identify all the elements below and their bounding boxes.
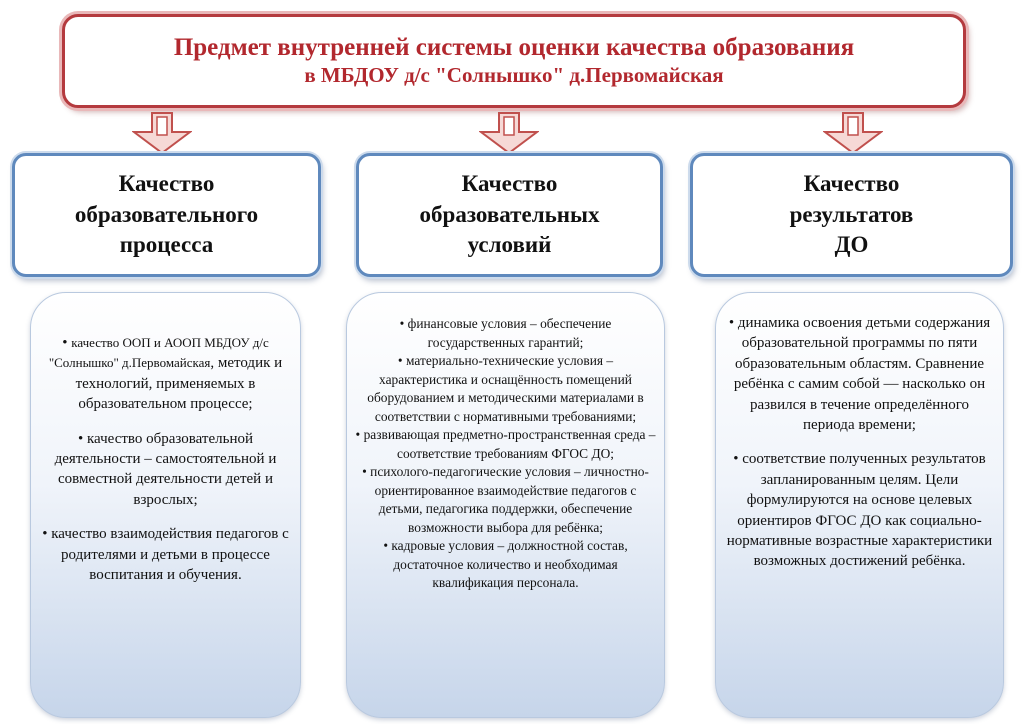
title-box: Предмет внутренней системы оценки качест…: [62, 14, 966, 108]
list-item: • кадровые условия – должностной состав,…: [353, 537, 658, 593]
bullet-icon: •: [362, 464, 367, 479]
heading-process: Качество образовательного процесса: [12, 153, 321, 277]
heading-process-line: образовательного: [74, 201, 259, 227]
bullet-icon: •: [77, 430, 84, 447]
heading-conditions-line: условий: [467, 232, 552, 258]
heading-conditions: Качество образовательных условий: [356, 153, 663, 277]
process-details: • качество ООП и АООП МБДОУ д/с "Солнышк…: [30, 292, 301, 718]
item-text: качество образовательной деятельности – …: [54, 430, 277, 508]
item-text: динамика освоения детьми содержания обра…: [733, 315, 991, 433]
item-text: финансовые условия – обеспечение государ…: [407, 316, 612, 350]
heading-results: Качество результатов ДО: [690, 153, 1013, 277]
heading-process-line: процесса: [119, 232, 214, 258]
list-item: • качество образовательной деятельности …: [41, 429, 290, 511]
list-item: • психолого-педагогические условия – лич…: [353, 463, 658, 537]
list-item: • качество ООП и АООП МБДОУ д/с "Солнышк…: [41, 333, 290, 415]
item-text: кадровые условия – должностной состав, д…: [391, 538, 628, 590]
bullet-icon: •: [355, 427, 361, 442]
list-item: • соответствие полученных результатов за…: [724, 449, 995, 571]
down-arrow-icon: [479, 112, 539, 154]
list-item: • финансовые условия – обеспечение госуд…: [353, 315, 658, 352]
list-item: • материально-технические условия – хара…: [353, 352, 658, 426]
bullet-icon: •: [397, 353, 403, 368]
bullet-icon: •: [399, 316, 405, 331]
item-text: соответствие полученных результатов запл…: [726, 451, 993, 570]
title-line-1: Предмет внутренней системы оценки качест…: [173, 34, 855, 62]
list-item: • развивающая предметно-пространственная…: [353, 426, 658, 463]
item-text: материально-технические условия – характ…: [367, 353, 644, 424]
heading-results-line: Качество: [803, 171, 900, 197]
heading-conditions-line: Качество: [461, 171, 558, 197]
down-arrow-icon: [823, 112, 883, 154]
list-item: • качество взаимодействия педагогов с ро…: [41, 524, 290, 585]
item-text-small: качество ООП и АООП МБДОУ д/с "Солнышко"…: [48, 335, 269, 371]
heading-conditions-line: образовательных: [419, 201, 600, 227]
heading-results-line: ДО: [834, 232, 869, 258]
conditions-details: • финансовые условия – обеспечение госуд…: [346, 292, 665, 718]
bullet-icon: •: [733, 451, 739, 468]
bullet-icon: •: [383, 538, 389, 553]
heading-process-line: Качество: [118, 171, 215, 197]
list-item: • динамика освоения детьми содержания об…: [724, 313, 995, 435]
results-details: • динамика освоения детьми содержания об…: [715, 292, 1004, 718]
title-line-2: в МБДОУ д/с "Солнышко" д.Первомайская: [304, 63, 724, 88]
heading-results-line: результатов: [789, 201, 914, 227]
item-text: психолого-педагогические условия – лично…: [370, 464, 649, 535]
bullet-icon: •: [728, 315, 735, 331]
down-arrow-icon: [132, 112, 192, 154]
bullet-icon: •: [62, 335, 68, 351]
item-text: , методик и технологий, применяемых в об…: [75, 355, 283, 413]
item-text: качество взаимодействия педагогов с роди…: [51, 526, 289, 583]
bullet-icon: •: [42, 526, 48, 543]
item-text: развивающая предметно-пространственная с…: [363, 427, 656, 461]
